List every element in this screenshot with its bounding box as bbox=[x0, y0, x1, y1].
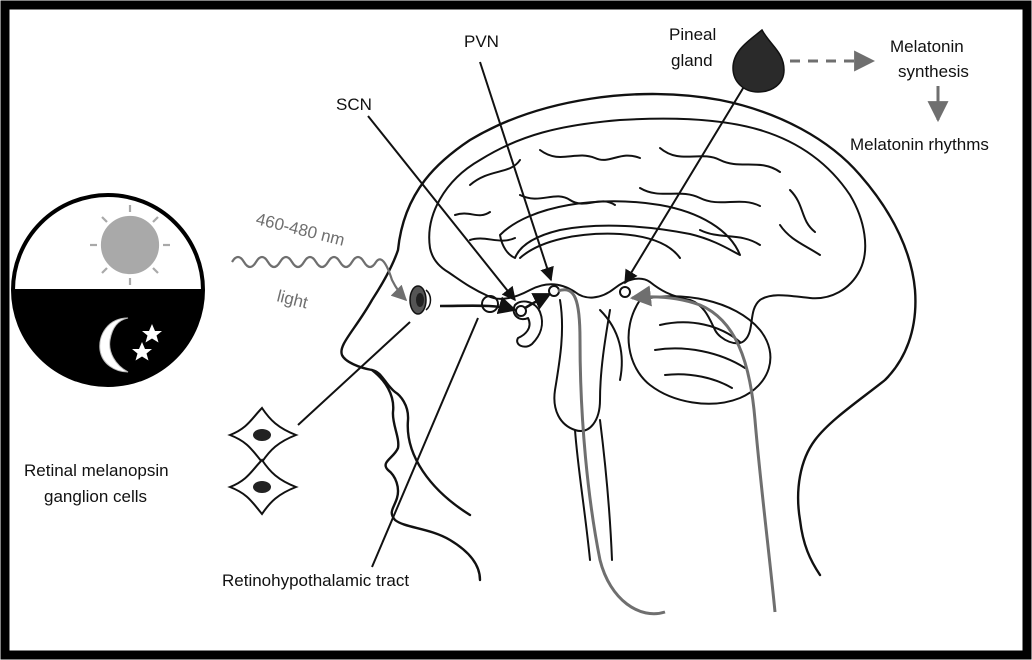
light-label: light bbox=[275, 286, 310, 312]
optic-chiasm bbox=[482, 296, 498, 312]
sympathetic-pathway-ascending bbox=[632, 297, 775, 612]
ganglion-cell-icon bbox=[230, 460, 296, 514]
pvn-label: PVN bbox=[464, 32, 499, 51]
sun-icon bbox=[90, 205, 170, 285]
rht-label: Retinohypothalamic tract bbox=[222, 571, 409, 590]
wavelength-label: 460-480 nm bbox=[254, 209, 347, 249]
sympathetic-pathway-descending bbox=[558, 290, 665, 614]
light-wave bbox=[232, 257, 406, 300]
optic-pathway bbox=[440, 306, 515, 310]
pineal-node bbox=[620, 287, 630, 297]
pineal-pointer-line bbox=[625, 85, 745, 283]
brain-outline bbox=[429, 119, 865, 560]
melatonin-synthesis-line2: synthesis bbox=[898, 62, 969, 81]
scn-node bbox=[516, 306, 526, 316]
scn-label: SCN bbox=[336, 95, 372, 114]
day-night-disc bbox=[13, 195, 203, 385]
retinal-label-line2: ganglion cells bbox=[44, 487, 147, 506]
eye-icon bbox=[410, 286, 431, 314]
scn-to-pvn-path bbox=[525, 294, 550, 308]
ganglion-cell-icon bbox=[230, 408, 296, 462]
pvn-node bbox=[549, 286, 559, 296]
retinal-label-line1: Retinal melanopsin bbox=[24, 461, 169, 480]
pineal-label-line2: gland bbox=[671, 51, 713, 70]
pineal-label-line1: Pineal bbox=[669, 25, 716, 44]
melatonin-rhythms-label: Melatonin rhythms bbox=[850, 135, 989, 154]
pvn-pointer-line bbox=[480, 62, 551, 280]
pineal-gland-icon bbox=[733, 30, 784, 92]
melatonin-synthesis-line1: Melatonin bbox=[890, 37, 964, 56]
